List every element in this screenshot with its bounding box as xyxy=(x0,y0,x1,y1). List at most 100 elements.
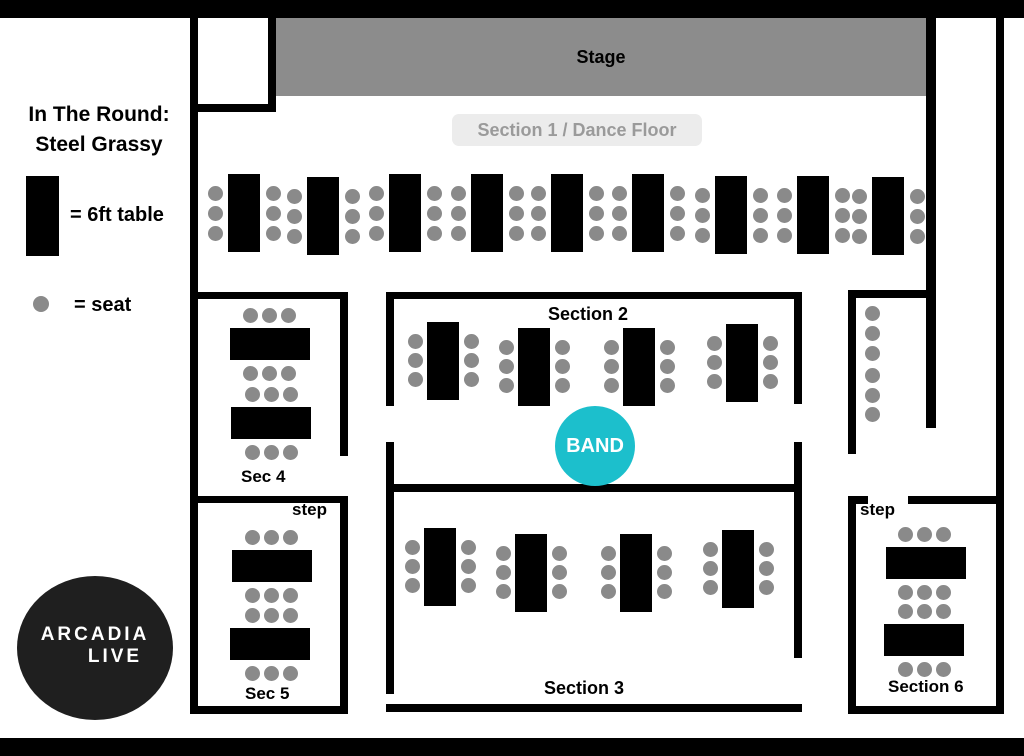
right-seats-top-wall xyxy=(848,290,936,298)
seat xyxy=(758,560,774,576)
seat xyxy=(244,587,260,603)
seat xyxy=(426,225,442,241)
legend-seat-label: = seat xyxy=(74,294,132,316)
sec3-bottom-wall xyxy=(386,704,802,712)
section-6-label: Section 6 xyxy=(888,677,964,696)
seat xyxy=(864,325,880,341)
seat xyxy=(702,560,718,576)
vertical-table xyxy=(424,528,456,606)
step-label-left: step xyxy=(292,500,327,519)
sec5-bottom-wall xyxy=(190,706,348,714)
seat xyxy=(656,545,672,561)
seat xyxy=(554,358,570,374)
seat xyxy=(776,207,792,223)
seat xyxy=(407,352,423,368)
seat xyxy=(694,227,710,243)
seat xyxy=(244,444,260,460)
seat xyxy=(426,205,442,221)
seat xyxy=(864,345,880,361)
seat xyxy=(897,661,913,677)
seat xyxy=(935,603,951,619)
logo-line2: LIVE xyxy=(87,646,143,667)
sec4-right-wall xyxy=(340,292,348,456)
seat xyxy=(207,225,223,241)
seat xyxy=(603,377,619,393)
seat xyxy=(762,335,778,351)
seat xyxy=(450,205,466,221)
vertical-table xyxy=(726,324,758,402)
legend-table-label: = 6ft table xyxy=(70,204,164,226)
seat xyxy=(669,185,685,201)
seat xyxy=(244,665,260,681)
seat xyxy=(282,587,298,603)
seat xyxy=(588,225,604,241)
seat xyxy=(282,444,298,460)
seat xyxy=(864,305,880,321)
seat xyxy=(530,205,546,221)
seat xyxy=(265,205,281,221)
stage: Stage xyxy=(276,18,926,96)
seat xyxy=(669,205,685,221)
sec5-top-wall xyxy=(190,496,348,503)
seat xyxy=(404,539,420,555)
seat xyxy=(916,526,932,542)
vertical-table xyxy=(797,176,829,254)
seat xyxy=(263,587,279,603)
sec6-top-wall-right xyxy=(908,496,1004,504)
seat xyxy=(282,529,298,545)
seat xyxy=(834,227,850,243)
seat xyxy=(404,577,420,593)
seat xyxy=(495,583,511,599)
seat xyxy=(495,564,511,580)
right-seats-left-wall xyxy=(848,290,856,454)
horizontal-table xyxy=(230,628,310,660)
seat xyxy=(286,228,302,244)
sec-4-label: Sec 4 xyxy=(241,467,286,486)
legend-table-swatch xyxy=(26,176,59,256)
seat xyxy=(344,188,360,204)
sec6-top-wall xyxy=(848,496,868,504)
seat xyxy=(508,225,524,241)
seat xyxy=(656,583,672,599)
seat xyxy=(588,185,604,201)
seat xyxy=(909,228,925,244)
horizontal-table xyxy=(232,550,312,582)
seat xyxy=(554,377,570,393)
sec2-left-wall xyxy=(386,292,394,406)
vertical-table xyxy=(632,174,664,252)
seat xyxy=(669,225,685,241)
seat xyxy=(752,207,768,223)
vertical-table xyxy=(471,174,503,252)
seat xyxy=(344,208,360,224)
seat xyxy=(864,387,880,403)
seat xyxy=(282,607,298,623)
seat xyxy=(706,373,722,389)
seat xyxy=(530,185,546,201)
seat xyxy=(450,185,466,201)
stage-right-wall xyxy=(926,18,936,428)
seat xyxy=(282,386,298,402)
seat xyxy=(851,228,867,244)
logo-line1: ARCADIA xyxy=(40,624,150,645)
seat xyxy=(282,665,298,681)
seat xyxy=(280,307,296,323)
seat xyxy=(460,539,476,555)
seat xyxy=(834,207,850,223)
seat xyxy=(261,365,277,381)
legend-title-line1: In The Round: xyxy=(28,103,170,126)
sec6-bottom-wall xyxy=(848,706,1004,714)
venue-right-wall xyxy=(996,18,1004,714)
seat xyxy=(368,205,384,221)
seat xyxy=(603,339,619,355)
seat xyxy=(752,187,768,203)
venue-left-wall xyxy=(190,18,198,714)
seat xyxy=(280,365,296,381)
seat xyxy=(916,661,932,677)
legend-title-line2: Steel Grassy xyxy=(35,133,163,156)
seat xyxy=(916,584,932,600)
seat xyxy=(762,373,778,389)
seat xyxy=(851,188,867,204)
seat xyxy=(702,541,718,557)
seat xyxy=(404,558,420,574)
sec2-top-wall xyxy=(386,292,802,299)
